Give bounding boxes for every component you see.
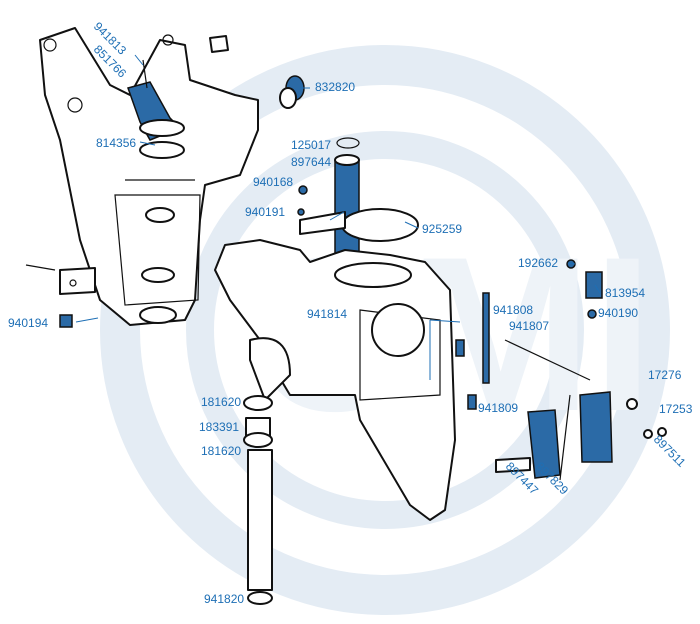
label-17253: 17253 (659, 402, 693, 416)
label-941807: 941807 (509, 319, 549, 333)
swivel-bracket (39, 27, 259, 326)
label-814356: 814356 (96, 136, 136, 150)
lower-shaft (243, 395, 273, 605)
label-17276: 17276 (648, 368, 682, 382)
label-941820: 941820 (204, 592, 244, 606)
label-940168: 940168 (253, 175, 293, 189)
cap-832820 (279, 75, 305, 109)
label-183391: 183391 (199, 420, 239, 434)
label-940194: 940194 (8, 316, 48, 330)
label-940190: 940190 (598, 306, 638, 320)
label-940191: 940191 (245, 205, 285, 219)
bushing-top (209, 35, 229, 53)
label-941814: 941814 (307, 307, 347, 321)
part-labels: 941813 851766 832820 814356 125017 89764… (8, 19, 693, 606)
label-897644: 897644 (291, 155, 331, 169)
label-897511: 897511 (651, 432, 689, 470)
label-941809: 941809 (478, 401, 518, 415)
label-832820: 832820 (315, 80, 355, 94)
tube-897644 (334, 137, 419, 256)
label-925259: 925259 (422, 222, 462, 236)
gear-housing (214, 239, 456, 521)
label-181620-bottom: 181620 (201, 444, 241, 458)
tiller-linkage (495, 339, 667, 481)
label-192662: 192662 (518, 256, 558, 270)
label-941808: 941808 (493, 303, 533, 317)
leader-lines (75, 54, 601, 380)
label-813954: 813954 (605, 286, 645, 300)
label-125017: 125017 (291, 138, 331, 152)
elbow-fitting (127, 59, 185, 159)
label-181620-top: 181620 (201, 395, 241, 409)
